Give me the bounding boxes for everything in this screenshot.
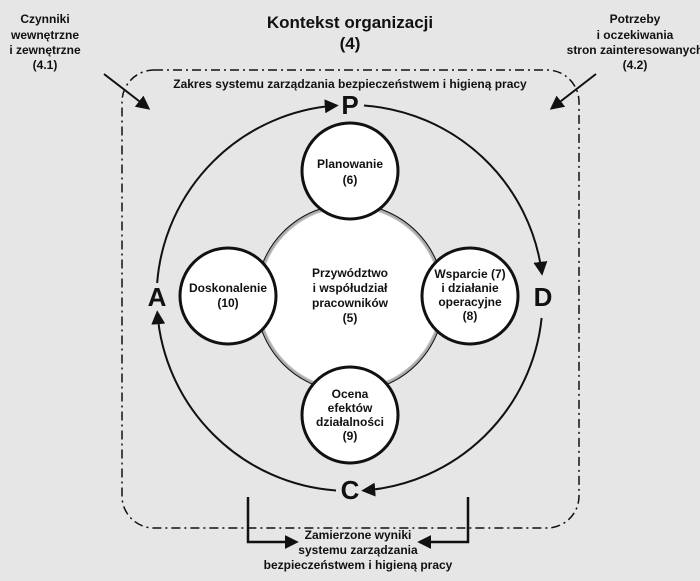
output-arrow-right <box>417 497 470 549</box>
cycle-letter-check: C <box>341 475 360 505</box>
stakeholder-needs-label: Potrzeby i oczekiwania stron zainteresow… <box>567 12 700 72</box>
performance-evaluation-label: Ocena efektów działalności (9) <box>316 387 384 443</box>
cycle-letter-act: A <box>148 282 167 312</box>
svg-text:i zewnętrzne: i zewnętrzne <box>9 43 81 57</box>
svg-text:działalności: działalności <box>316 415 384 429</box>
scope-label: Zakres systemu zarządzania bezpieczeństw… <box>173 77 527 91</box>
external-factors-label: Czynniki wewnętrzne i zewnętrzne (4.1) <box>9 12 81 72</box>
svg-text:i działanie: i działanie <box>441 281 499 295</box>
svg-text:operacyjne: operacyjne <box>438 295 502 309</box>
planning-label: Planowanie (6) <box>317 157 383 187</box>
svg-text:(9): (9) <box>343 429 358 443</box>
support-operation-circle <box>420 246 520 346</box>
svg-text:efektów: efektów <box>328 401 373 415</box>
svg-text:(4.2): (4.2) <box>623 58 648 72</box>
left-input-arrow <box>103 73 151 110</box>
improvement-label: Doskonalenie (10) <box>189 281 267 310</box>
svg-text:Ocena: Ocena <box>332 387 369 401</box>
svg-text:(8): (8) <box>463 309 478 323</box>
svg-text:(6): (6) <box>343 173 358 187</box>
svg-text:Wsparcie (7): Wsparcie (7) <box>434 267 505 281</box>
cycle-arc-c-to-a <box>151 310 337 492</box>
svg-text:(10): (10) <box>217 296 238 310</box>
svg-text:pracowników: pracowników <box>312 296 389 310</box>
diagram-title-number: (4) <box>340 34 361 53</box>
svg-text:systemu zarządzania: systemu zarządzania <box>298 543 418 557</box>
intended-outcomes-label: Zamierzone wyniki systemu zarządzania be… <box>264 528 453 572</box>
cycle-letter-do: D <box>534 282 553 312</box>
svg-text:Czynniki: Czynniki <box>20 12 69 26</box>
improvement-circle <box>178 246 278 346</box>
cycle-arc-p-to-d <box>363 104 548 276</box>
output-arrow-left <box>246 497 299 549</box>
svg-text:stron zainteresowanych: stron zainteresowanych <box>567 43 700 57</box>
planning-circle <box>300 121 400 221</box>
svg-text:wewnętrzne: wewnętrzne <box>10 28 79 42</box>
svg-text:Doskonalenie: Doskonalenie <box>189 281 267 295</box>
support-operation-label: Wsparcie (7) i działanie operacyjne (8) <box>434 267 505 323</box>
scope-boundary <box>121 69 580 529</box>
diagram-title: Kontekst organizacji <box>267 13 433 32</box>
svg-text:i współudział: i współudział <box>313 281 388 295</box>
leadership-label: Przywództwo i współudział pracowników (5… <box>312 266 389 325</box>
cycle-arc-a-to-p <box>156 99 339 284</box>
performance-evaluation-circle <box>300 365 400 465</box>
svg-text:i oczekiwania: i oczekiwania <box>597 28 674 42</box>
cycle-letter-plan: P <box>341 90 358 120</box>
svg-text:Zamierzone wyniki: Zamierzone wyniki <box>305 528 412 542</box>
svg-text:(4.1): (4.1) <box>33 58 58 72</box>
cycle-arc-d-to-c <box>361 317 543 497</box>
svg-text:Przywództwo: Przywództwo <box>312 266 388 280</box>
svg-text:(5): (5) <box>343 311 358 325</box>
right-input-arrow <box>549 73 597 110</box>
svg-text:Planowanie: Planowanie <box>317 157 383 171</box>
svg-text:Potrzeby: Potrzeby <box>610 12 661 26</box>
svg-text:bezpieczeństwem i higieną prac: bezpieczeństwem i higieną pracy <box>264 558 453 572</box>
